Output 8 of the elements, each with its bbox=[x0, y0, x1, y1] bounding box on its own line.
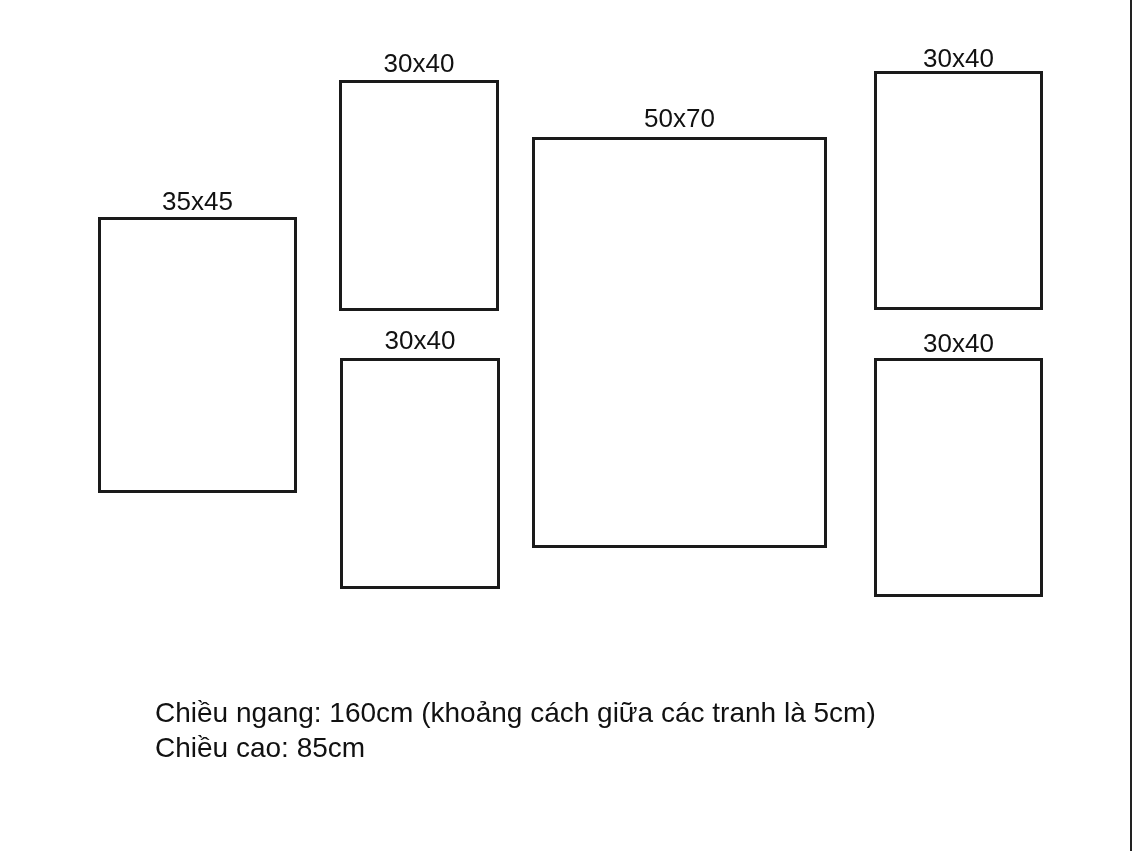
size-label: 30x40 bbox=[923, 43, 994, 73]
dimension-note: Chiều cao: 85cm bbox=[155, 731, 366, 765]
size-label: 30x40 bbox=[383, 48, 455, 78]
size-label: 30x40 bbox=[384, 325, 456, 355]
dimension-note: Chiều ngang: 160cm (khoảng cách giữa các tranh là 5cm) bbox=[155, 696, 876, 730]
size-label: 50x70 bbox=[644, 103, 715, 133]
size-label: 35x45 bbox=[162, 186, 233, 216]
size-label: 30x40 bbox=[923, 328, 994, 358]
